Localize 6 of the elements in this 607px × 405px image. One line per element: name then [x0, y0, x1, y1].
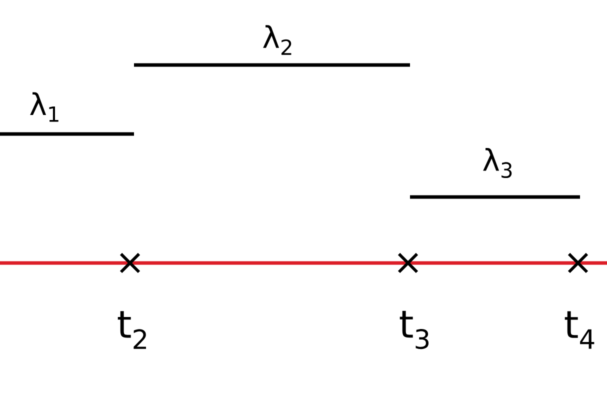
- axis-label: t$_{4}$: [564, 311, 594, 349]
- axis-label: λ$_{2}$: [263, 25, 292, 55]
- axis-label: t$_{2}$: [118, 311, 146, 349]
- axis-label: λ$_{1}$: [30, 92, 58, 122]
- axis-label: λ$_{3}$: [483, 148, 512, 178]
- axis-label: t$_{3}$: [400, 310, 429, 350]
